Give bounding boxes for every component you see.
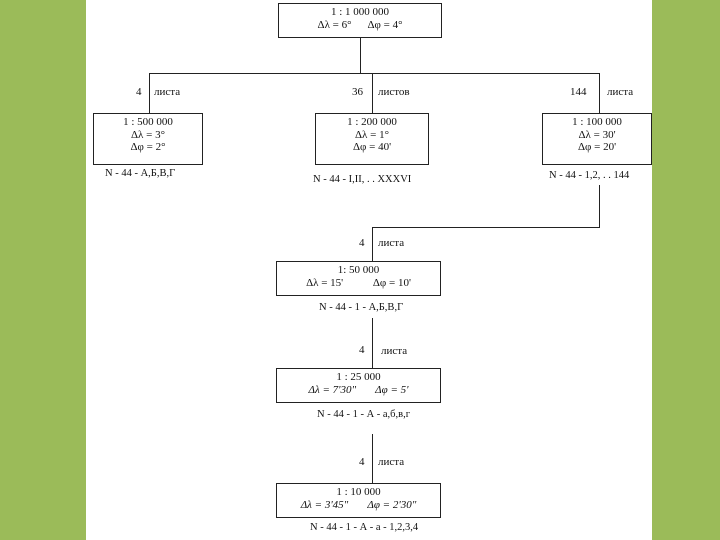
- node-1000000: 1 : 1 000 000 Δλ = 6° Δφ = 4°: [278, 3, 442, 38]
- delta-phi: Δφ = 2'30": [367, 498, 417, 511]
- connector: [372, 227, 600, 228]
- delta-phi: Δφ = 20': [577, 141, 617, 153]
- connector: [149, 73, 150, 113]
- connector: [372, 73, 373, 113]
- connector: [372, 434, 373, 483]
- delta-lambda: Δλ = 1°: [354, 128, 389, 141]
- count-number: 4: [136, 86, 142, 98]
- node-100000: 1 : 100 000 Δλ = 30' Δφ = 20': [542, 113, 652, 165]
- sheet-code: N - 44 - 1 - А - а - 1,2,3,4: [310, 522, 419, 533]
- scale-label: 1 : 200 000: [347, 116, 397, 128]
- count-word: листа: [378, 237, 405, 249]
- delta-values: Δλ = 15' Δφ = 10': [277, 277, 440, 290]
- count-number: 4: [359, 344, 365, 356]
- delta-lambda: Δλ = 30': [578, 128, 616, 141]
- connector: [360, 38, 361, 73]
- connector: [372, 318, 373, 368]
- left-side-panel: [0, 0, 86, 540]
- connector: [599, 185, 600, 227]
- delta-values: Δλ = 6° Δφ = 4°: [279, 19, 441, 32]
- node-25000: 1 : 25 000 Δλ = 7'30" Δφ = 5': [276, 368, 441, 403]
- delta-lambda: Δλ = 15': [306, 276, 344, 289]
- delta-lambda: Δλ = 3'45": [300, 498, 349, 511]
- delta-lambda: Δλ = 7'30": [308, 383, 357, 396]
- count-word: листа: [154, 86, 181, 98]
- count-number: 144: [570, 86, 587, 98]
- count-word: листов: [378, 86, 410, 98]
- connector: [599, 73, 600, 113]
- connector: [372, 227, 373, 261]
- sheet-code: N - 44 - 1,2, . . 144: [549, 170, 630, 181]
- scale-label: 1 : 1 000 000: [330, 6, 390, 18]
- delta-phi: Δφ = 40': [352, 141, 392, 153]
- node-200000: 1 : 200 000 Δλ = 1° Δφ = 40': [315, 113, 429, 165]
- node-500000: 1 : 500 000 Δλ = 3° Δφ = 2°: [93, 113, 203, 165]
- sheet-code: N - 44 - I,II, . . XXXVI: [313, 174, 412, 185]
- delta-values: Δλ = 7'30" Δφ = 5': [277, 384, 440, 397]
- delta-values: Δλ = 3'45" Δφ = 2'30": [277, 499, 440, 512]
- node-50000: 1: 50 000 Δλ = 15' Δφ = 10': [276, 261, 441, 296]
- count-word: листа: [378, 456, 405, 468]
- count-number: 4: [359, 456, 365, 468]
- sheet-code: N - 44 - 1 - А,Б,В,Г: [319, 302, 404, 313]
- delta-lambda: Δλ = 6°: [317, 18, 352, 31]
- delta-phi: Δφ = 10': [372, 276, 411, 289]
- scale-label: 1 : 500 000: [123, 116, 173, 128]
- connector: [149, 73, 600, 74]
- count-number: 36: [352, 86, 363, 98]
- delta-phi: Δφ = 2°: [130, 141, 166, 153]
- delta-phi: Δφ = 4°: [367, 18, 403, 31]
- right-side-panel: [652, 0, 720, 540]
- count-number: 4: [359, 237, 365, 249]
- sheet-code: N - 44 - 1 - А - а,б,в,г: [317, 409, 411, 420]
- count-word: листа: [381, 345, 408, 357]
- node-10000: 1 : 10 000 Δλ = 3'45" Δφ = 2'30": [276, 483, 441, 518]
- delta-phi: Δφ = 5': [375, 383, 409, 396]
- scale-label: 1 : 10 000: [336, 486, 381, 498]
- scale-label: 1: 50 000: [337, 264, 380, 276]
- count-word: листа: [607, 86, 634, 98]
- scale-label: 1 : 100 000: [572, 116, 622, 128]
- sheet-code: N - 44 - А,Б,В,Г: [105, 168, 176, 179]
- delta-lambda: Δλ = 3°: [130, 128, 165, 141]
- scale-label: 1 : 25 000: [336, 371, 381, 383]
